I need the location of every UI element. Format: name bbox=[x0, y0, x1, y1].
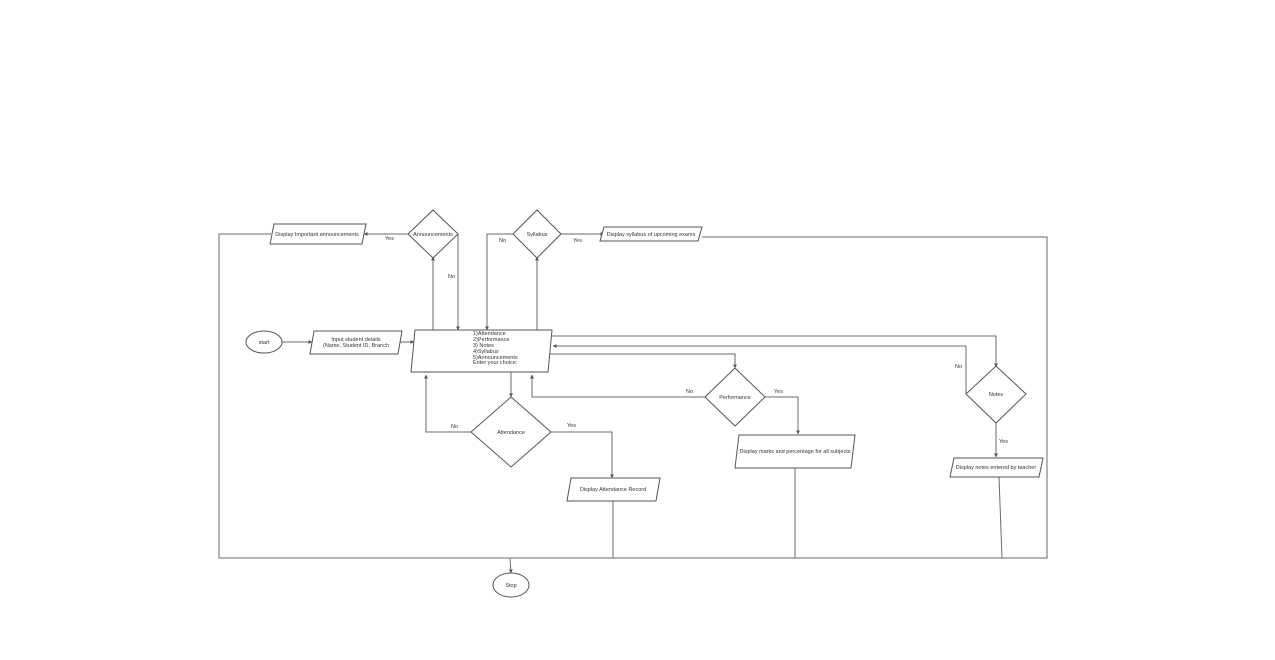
display-notes-label: Display notes entered by teacher bbox=[956, 465, 1037, 471]
edge-menu-performance bbox=[549, 353, 737, 369]
announcements-yes-label: Yes bbox=[385, 236, 394, 242]
syllabus-decision bbox=[512, 209, 562, 259]
nodes: start Input student details (Name, Stude… bbox=[245, 209, 1044, 598]
edge-syllabus-no bbox=[485, 233, 513, 331]
input-label-line2: (Name, Student ID, Branch bbox=[323, 343, 389, 349]
attendance-no-label: No bbox=[451, 424, 458, 430]
menu-line-4: 4)Syllabus bbox=[473, 349, 499, 355]
display-marks-label: Display marks and percentage for all sub… bbox=[740, 449, 851, 455]
menu-line-3: 3) Notes bbox=[473, 343, 494, 349]
edge-notes-no bbox=[552, 344, 967, 394]
display-notes-node bbox=[949, 457, 1044, 478]
display-attendance-label: Display Attendance Record bbox=[580, 487, 646, 493]
edge-attendance-no bbox=[424, 374, 471, 433]
menu-line-2: 2)Performance bbox=[473, 337, 509, 343]
notes-label: Notes bbox=[989, 392, 1004, 398]
menu-line-6: Enter your choice: bbox=[473, 360, 518, 366]
input-label-line1: Input student details bbox=[331, 337, 380, 343]
notes-yes-label: Yes bbox=[999, 439, 1008, 445]
announcements-decision bbox=[407, 209, 459, 259]
attendance-label: Attendance bbox=[497, 430, 525, 436]
display-syllabus-node bbox=[599, 226, 703, 242]
stop-terminal bbox=[492, 572, 530, 598]
syllabus-yes-label: Yes bbox=[573, 238, 582, 244]
announcements-no-label: No bbox=[448, 274, 455, 280]
edge-menu-notes bbox=[551, 335, 998, 368]
edge-performance-yes bbox=[765, 396, 800, 435]
display-announcements-label: Display Important announcements bbox=[275, 232, 359, 238]
syllabus-label: Syllabus bbox=[527, 232, 548, 238]
stop-label: Stop bbox=[505, 583, 516, 589]
display-syllabus-label: Display syllabus of upcoming exams bbox=[607, 232, 696, 238]
performance-decision bbox=[704, 367, 766, 427]
edge-performance-no bbox=[530, 374, 705, 398]
notes-decision bbox=[965, 365, 1027, 424]
menu-line-5: 5)Announcements bbox=[473, 355, 518, 361]
menu-choice-node bbox=[410, 329, 553, 373]
edge-to-stop bbox=[508, 557, 513, 574]
attendance-yes-label: Yes bbox=[567, 423, 576, 429]
edge-labels: Yes No No Yes No Yes No Yes No Yes bbox=[385, 236, 1008, 445]
start-label: start bbox=[259, 340, 270, 346]
performance-no-label: No bbox=[686, 389, 693, 395]
display-marks-node bbox=[734, 434, 856, 469]
connectors bbox=[218, 232, 1048, 574]
performance-yes-label: Yes bbox=[774, 389, 783, 395]
edge-attendance-yes bbox=[551, 431, 614, 479]
performance-label: Performance bbox=[719, 395, 751, 401]
attendance-decision bbox=[470, 396, 552, 468]
display-attendance-node bbox=[566, 477, 661, 502]
edge-notes-display-down bbox=[998, 476, 1003, 559]
notes-no-label: No bbox=[955, 364, 962, 370]
display-announcements-node bbox=[269, 223, 367, 245]
start-terminal bbox=[245, 330, 283, 354]
syllabus-no-label: No bbox=[499, 238, 506, 244]
edge-outer-loop bbox=[218, 233, 1048, 559]
announcements-label: Announcements bbox=[413, 232, 453, 238]
menu-line-1: 1)Attendance bbox=[473, 331, 506, 337]
input-student-details-node bbox=[309, 330, 403, 355]
